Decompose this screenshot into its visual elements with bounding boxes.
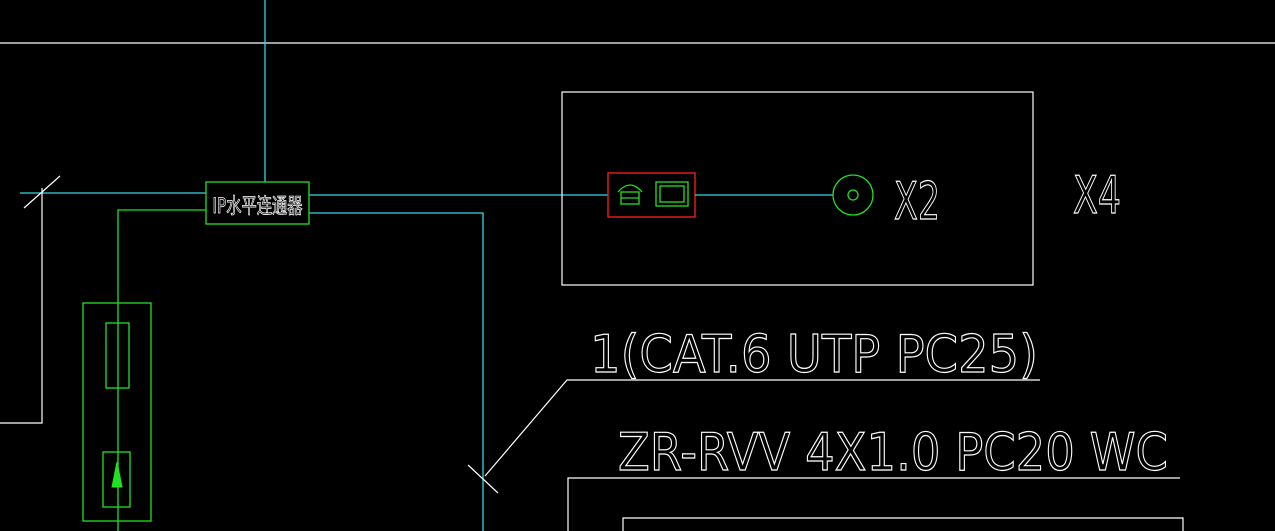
leader-tick <box>467 464 499 494</box>
cable-2-underline <box>567 477 1180 531</box>
room-outline <box>561 91 1034 286</box>
data-outlet-icon <box>655 181 689 207</box>
telephone-icon <box>617 184 643 205</box>
ip-connector-box[interactable] <box>205 181 310 225</box>
arrow-up-icon <box>111 461 123 488</box>
distribution-box-outer[interactable] <box>82 302 152 522</box>
fuse-element <box>105 322 130 389</box>
room-count-label: X4 <box>1073 166 1121 226</box>
ip-connector-label: IP水平连通器 <box>213 194 303 218</box>
leader-line <box>484 379 1040 477</box>
green-drop-line <box>117 209 206 531</box>
tv-outlet-icon[interactable] <box>832 174 874 216</box>
cable-spec-1: 1(CAT.6 UTP PC25) <box>590 325 1038 385</box>
lower-box-outline <box>622 517 1184 531</box>
down-cable-line <box>309 212 484 531</box>
cable-spec-2: ZR-RVV 4X1.0 PC20 WC <box>618 423 1168 483</box>
arrow-element-box <box>102 451 131 508</box>
left-white-conduit <box>0 188 43 424</box>
outlet-count-label: X2 <box>894 172 940 232</box>
